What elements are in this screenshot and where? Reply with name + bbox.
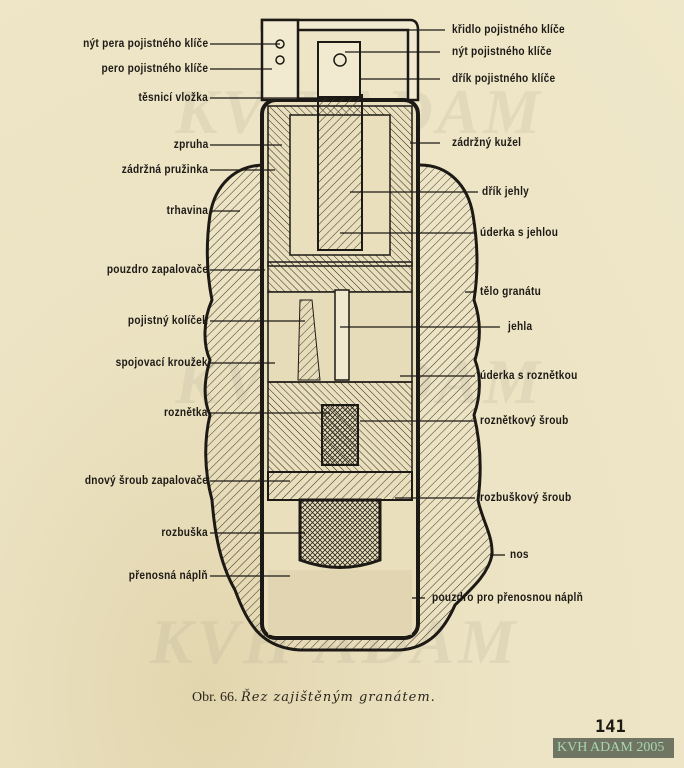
label-igniter-housing: pouzdro zapalovače bbox=[106, 264, 208, 276]
label-detonator: rozbuška bbox=[161, 527, 208, 539]
label-retaining-spring: zádržná pružinka bbox=[121, 164, 208, 176]
label-booster-charge: přenosná náplň bbox=[128, 570, 208, 582]
label-booster-housing: pouzdro pro přenosnou náplň bbox=[432, 592, 584, 604]
label-explosive: trhavina bbox=[166, 205, 208, 217]
label-nose: nos bbox=[510, 549, 529, 561]
figure-title: Řez zajištěným granátem. bbox=[241, 690, 436, 705]
label-grenade-body: tělo granátu bbox=[480, 286, 542, 298]
label-sealing-insert: těsnicí vložka bbox=[138, 92, 208, 104]
figure-caption: Obr. 66. Řez zajištěným granátem. bbox=[192, 690, 436, 706]
label-lever-wing: křidlo pojistného klíče bbox=[452, 24, 565, 36]
label-connecting-ring: spojovací kroužek bbox=[115, 357, 208, 369]
label-primer: roznětka bbox=[164, 407, 208, 419]
label-striker-with-needle: úderka s jehlou bbox=[480, 227, 559, 239]
figure-number: Obr. 66. bbox=[192, 690, 238, 705]
label-detonator-screw: rozbuškový šroub bbox=[480, 492, 572, 504]
label-safety-pin: pojistný kolíček bbox=[127, 315, 208, 327]
label-primer-screw: roznětkový šroub bbox=[480, 415, 569, 427]
label-lever-rivet: nýt pojistného klíče bbox=[452, 46, 552, 58]
label-spring: zpruha bbox=[173, 139, 208, 151]
label-lever-shaft: dřík pojistného klíče bbox=[452, 73, 556, 85]
label-needle-shaft: dřík jehly bbox=[482, 186, 530, 198]
label-rivet-of-lever-spring: nýt pera pojistného klíče bbox=[82, 38, 208, 50]
label-igniter-bottom-screw: dnový šroub zapalovače bbox=[84, 475, 208, 487]
left-leader-lines bbox=[210, 43, 330, 577]
label-lever-spring: pero pojistného klíče bbox=[101, 63, 208, 75]
label-striker-with-primer: úderka s roznětkou bbox=[480, 370, 578, 382]
copyright-stamp: KVH ADAM 2005 bbox=[553, 738, 674, 758]
label-needle: jehla bbox=[508, 321, 533, 333]
page-number: 141 bbox=[595, 717, 626, 737]
label-retaining-cone: zádržný kužel bbox=[452, 137, 522, 149]
right-leader-lines bbox=[340, 29, 505, 599]
